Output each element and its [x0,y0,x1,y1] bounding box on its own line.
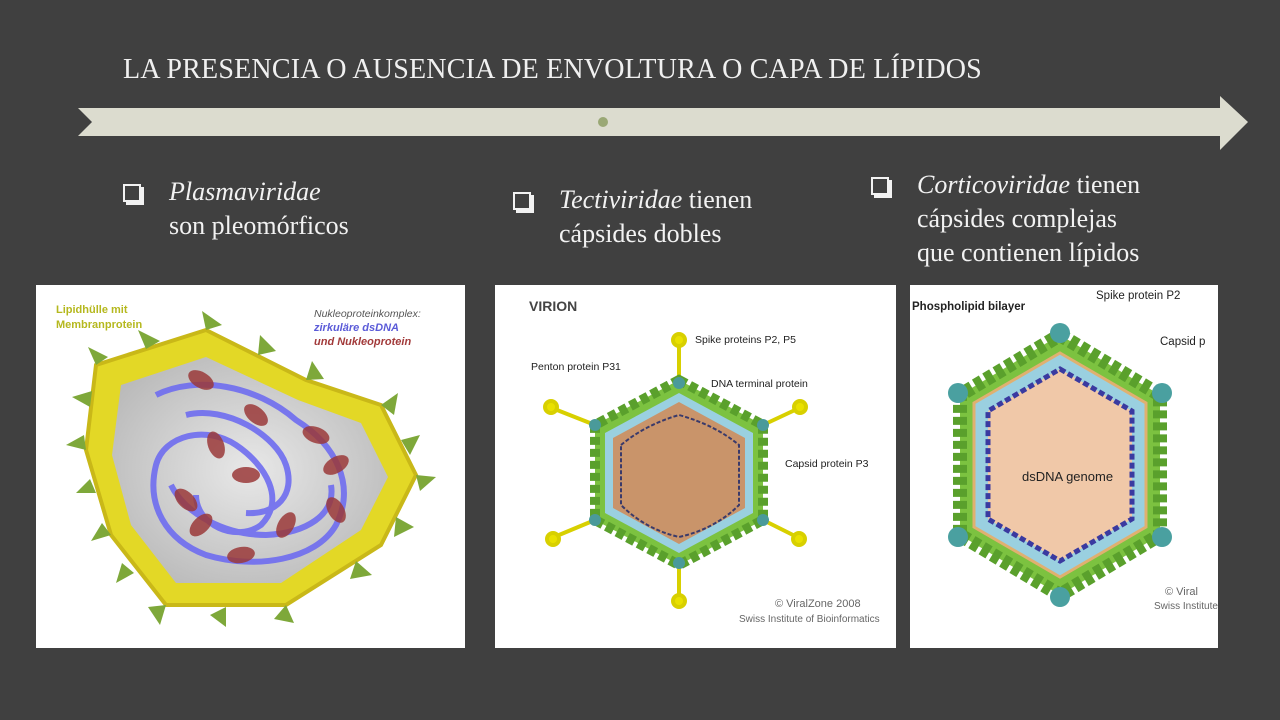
spike-label: Spike protein P2 [1096,290,1180,302]
slide-title: LA PRESENCIA O AUSENCIA DE ENVOLTURA O C… [123,54,982,85]
bullet-line2: cápsides complejas [917,204,1117,233]
checkbox-bullet-icon [123,184,141,202]
bullet-italic: Corticoviridae [917,170,1071,199]
genome-core [985,366,1135,564]
capsid-core [613,402,745,544]
credit-1: © Viral [1165,586,1198,598]
corticoviridae-figure: Phospholipid bilayer Spike protein P2 Ca… [910,285,1218,648]
dna-genome [620,413,740,539]
timeline-arrow [78,96,1248,150]
lipid-label-2: Membranprotein [56,319,142,331]
penton-label: Penton protein P31 [531,361,621,373]
virion-heading: VIRION [529,298,577,314]
bullet-italic: Plasmaviridae [169,177,321,206]
spike-label: Spike proteins P2, P5 [695,334,796,346]
penton-proteins [589,377,769,569]
bilayer-label: Phospholipid bilayer [912,301,1026,313]
tectiviridae-illustration: VIRION Spike proteins P2, P5 Penton prot… [529,298,880,625]
dna-terminal-label: DNA terminal protein [711,378,808,390]
capsid-label: Capsid protein P3 [785,458,869,470]
bullet-rest: tienen [1070,170,1141,199]
credit-2: Swiss Institute [1154,601,1218,612]
bullet-rest: tienen [682,185,753,214]
timeline-arrow-shape [78,96,1248,150]
plasmaviridae-illustration: Lipidhülle mit Membranprotein Nukleoprot… [56,304,436,627]
nucleoprotein-label-2: zirkuläre dsDNA [313,322,399,334]
capsid-label: Capsid p [1160,336,1205,348]
credit-2: Swiss Institute of Bioinformatics [739,614,880,625]
tectiviridae-figure: VIRION Spike proteins P2, P5 Penton prot… [495,285,896,648]
credit-1: © ViralZone 2008 [775,598,861,610]
checkbox-bullet-icon [513,192,531,210]
bullet-line2: cápsides dobles [559,219,722,248]
genome-label: dsDNA genome [1022,469,1113,484]
spike-protein-clusters [948,323,1172,607]
lipid-label-1: Lipidhülle mit [56,304,128,316]
membrane-spikes [66,311,436,627]
corticoviridae-illustration: Phospholipid bilayer Spike protein P2 Ca… [912,290,1218,612]
nucleoprotein-label-3: und Nukleoprotein [314,336,411,348]
plasmaviridae-figure: Lipidhülle mit Membranprotein Nukleoprot… [36,285,465,648]
nucleoproteins [174,370,349,564]
timeline-dot [596,115,610,129]
bullet-line2: son pleomórficos [169,211,349,240]
checkbox-bullet-icon [871,177,889,195]
bullet-italic: Tectiviridae [559,185,683,214]
nucleoprotein-label-1: Nukleoproteinkomplex: [314,308,421,320]
bullet-line3: que contienen lípidos [917,238,1140,267]
